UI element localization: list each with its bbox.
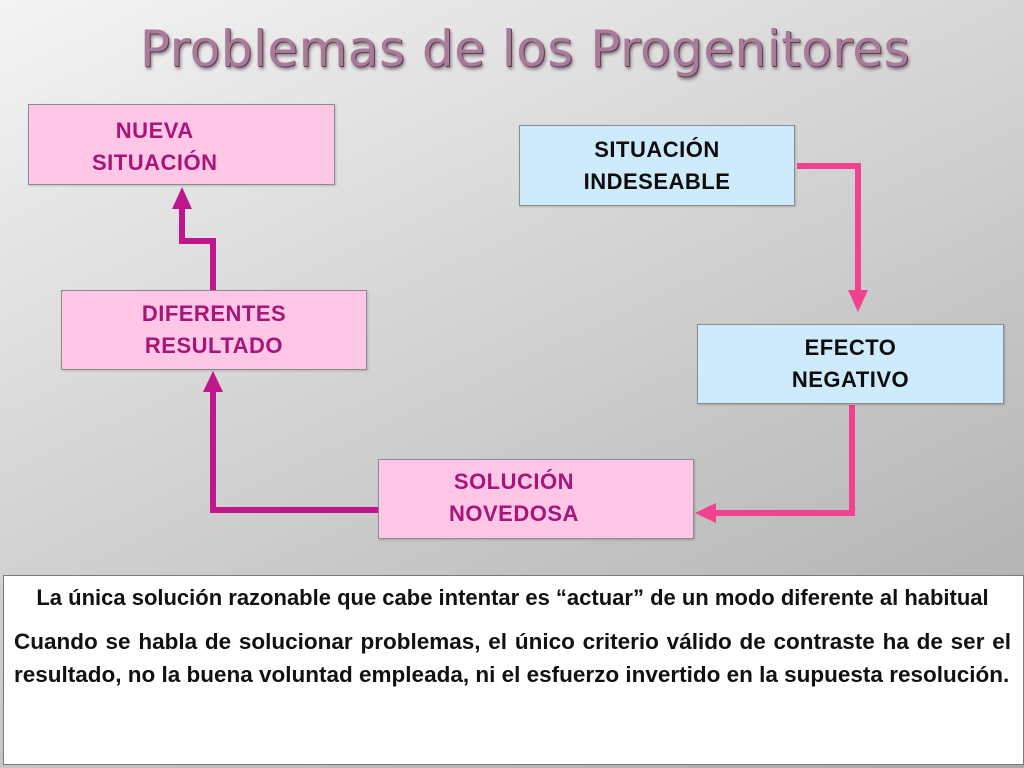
- arrow-diferentes-to-nueva: [172, 187, 216, 290]
- box-nueva-situacion-label: NUEVA SITUACIÓN: [92, 118, 218, 175]
- box-diferentes-resultado: DIFERENTES RESULTADO: [61, 290, 367, 370]
- box-nueva-situacion: NUEVA SITUACIÓN: [28, 104, 335, 185]
- box-efecto-negativo-label: EFECTO NEGATIVO: [791, 335, 910, 392]
- slide-title: Problemas de los Progenitores: [139, 20, 911, 78]
- box-solucion-novedosa-label: SOLUCIÓN NOVEDOSA: [449, 469, 579, 526]
- box-solucion-novedosa: SOLUCIÓN NOVEDOSA: [378, 459, 694, 539]
- arrow-efecto-to-solucion: [695, 405, 855, 523]
- box-situacion-indeseable: SITUACIÓN INDESEABLE: [519, 125, 795, 206]
- arrow-indeseable-to-efecto: [797, 163, 868, 312]
- arrow-solucion-to-diferentes: [203, 371, 380, 513]
- text-paragraph-2: Cuando se habla de solucionar problemas,…: [14, 629, 1011, 687]
- text-paragraph-1: La única solución razonable que cabe int…: [36, 585, 989, 610]
- box-situacion-indeseable-label: SITUACIÓN INDESEABLE: [583, 136, 731, 194]
- text-panel: La única solución razonable que cabe int…: [3, 575, 1024, 765]
- box-diferentes-resultado-label: DIFERENTES RESULTADO: [141, 301, 287, 358]
- box-efecto-negativo: EFECTO NEGATIVO: [697, 324, 1004, 404]
